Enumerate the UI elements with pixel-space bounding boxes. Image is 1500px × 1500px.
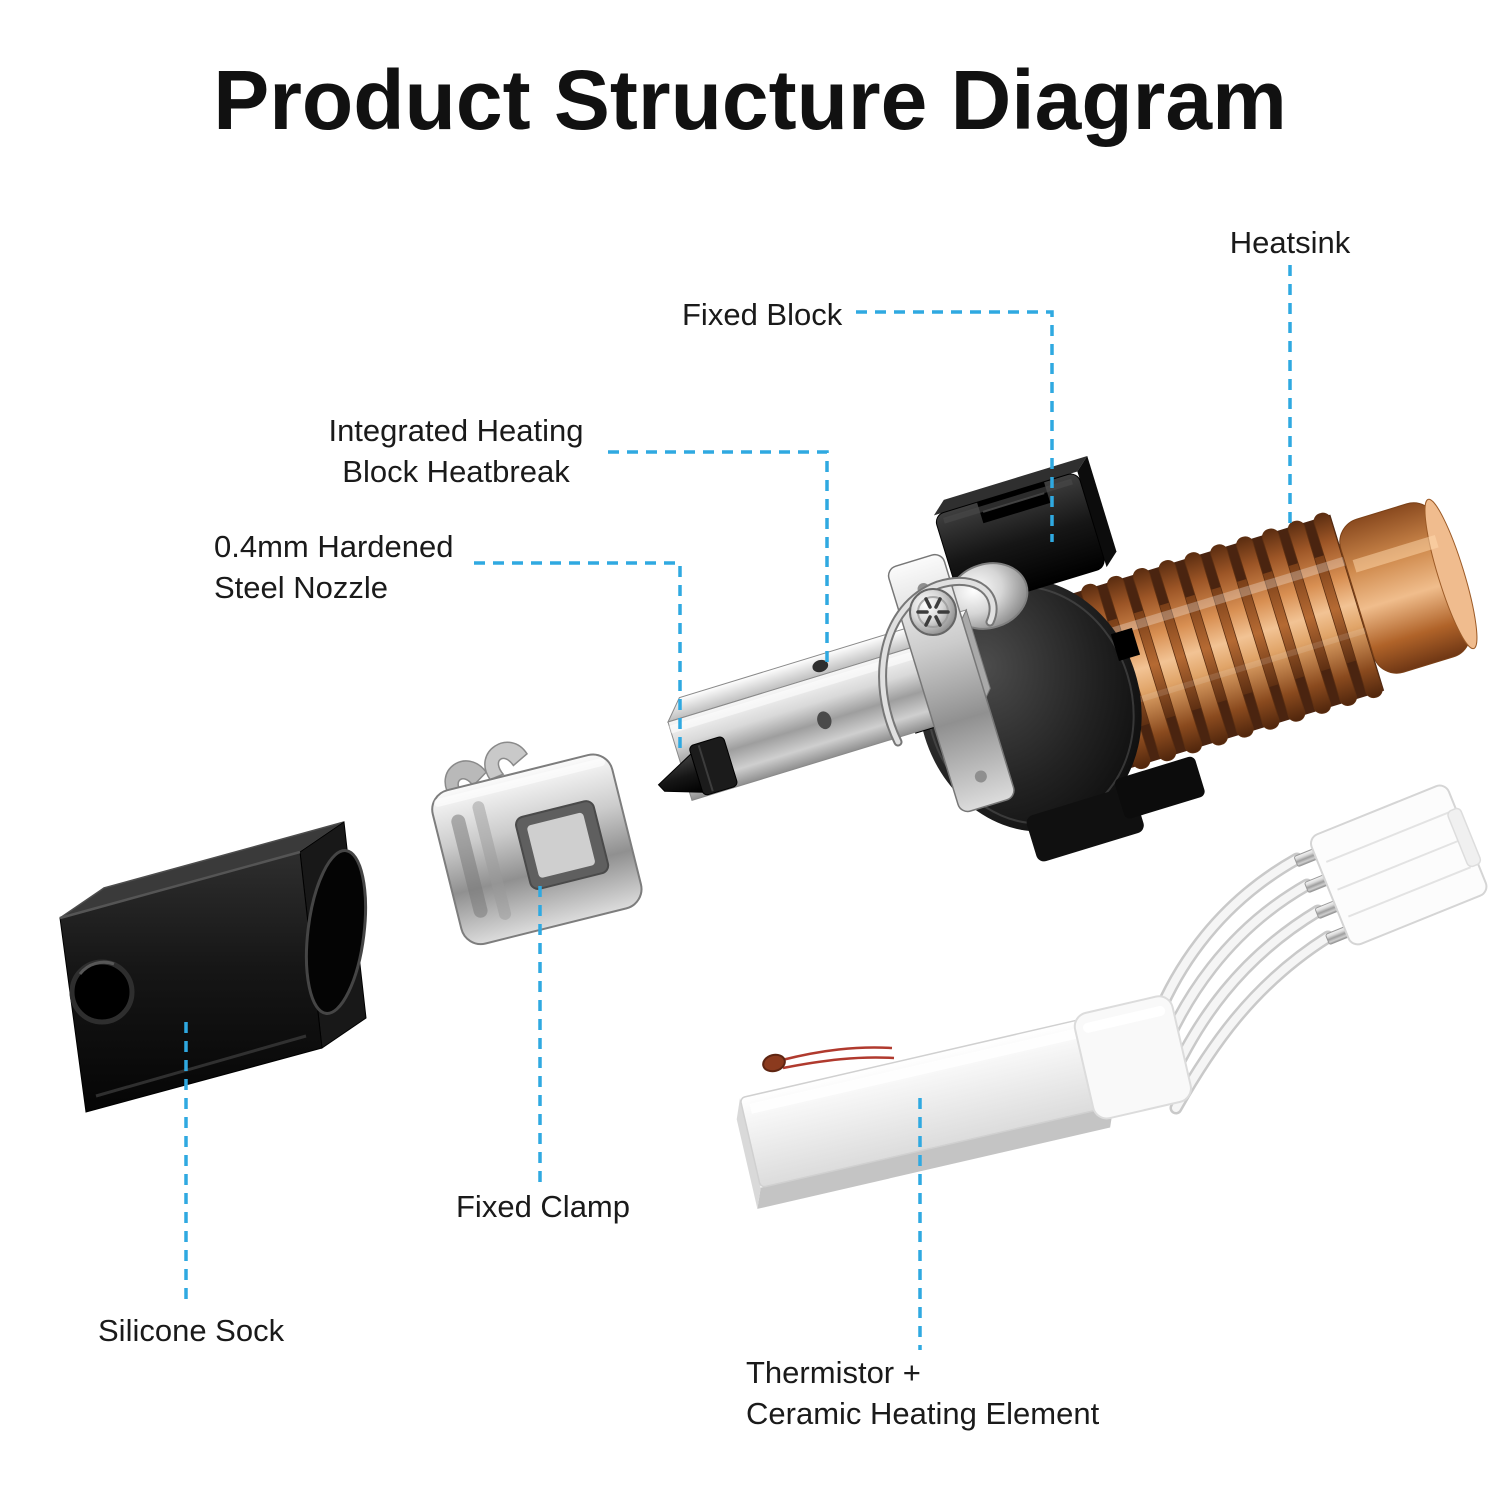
fixed-block-bottom-tab: [1026, 786, 1144, 862]
wire-connector: [1294, 784, 1488, 946]
fixed-clamp-part: [431, 741, 643, 946]
label-thermistor-line2: Ceramic Heating Element: [746, 1396, 1100, 1431]
leader-lines: [184, 265, 1292, 1350]
label-integrated-heating: Integrated Heating Block Heatbreak: [310, 410, 602, 492]
nozzle-part: [657, 736, 738, 796]
label-silicone-sock-text: Silicone Sock: [98, 1313, 285, 1348]
silicone-sock-part: [59, 821, 368, 1113]
mount-bracket-part: [878, 553, 1015, 813]
leader-integrated-heating: [608, 450, 829, 668]
label-silicone-sock: Silicone Sock: [98, 1310, 284, 1351]
label-heatsink-text: Heatsink: [1229, 225, 1351, 260]
thermistor-assembly-part: [736, 784, 1488, 1209]
page-title: Product Structure Diagram: [213, 53, 1287, 147]
label-nozzle: 0.4mm Hardened Steel Nozzle: [214, 526, 454, 608]
label-fixed-clamp-text: Fixed Clamp: [456, 1189, 630, 1224]
label-fixed-block-text: Fixed Block: [682, 297, 843, 332]
label-thermistor-line1: Thermistor +: [746, 1355, 921, 1390]
heatbreak-hole: [812, 659, 829, 673]
nozzle-tip: [657, 753, 704, 793]
label-nozzle-line2: Steel Nozzle: [214, 570, 389, 605]
label-thermistor: Thermistor + Ceramic Heating Element: [746, 1352, 1099, 1434]
label-integrated-heating-line1: Integrated Heating: [328, 413, 584, 448]
sock-opening: [304, 849, 368, 1015]
torx-screw: [909, 588, 957, 636]
ceramic-heater-plate: [736, 1016, 1114, 1209]
label-integrated-heating-line2: Block Heatbreak: [342, 454, 570, 489]
label-fixed-block: Fixed Block: [682, 294, 842, 335]
label-heatsink: Heatsink: [1185, 222, 1395, 263]
leader-fixed-block: [856, 310, 1054, 542]
heater-sleeve: [1073, 995, 1192, 1120]
thermistor-bead: [762, 1046, 895, 1073]
label-nozzle-line1: 0.4mm Hardened: [214, 529, 454, 564]
label-fixed-clamp: Fixed Clamp: [456, 1186, 630, 1227]
leader-nozzle: [474, 561, 682, 748]
